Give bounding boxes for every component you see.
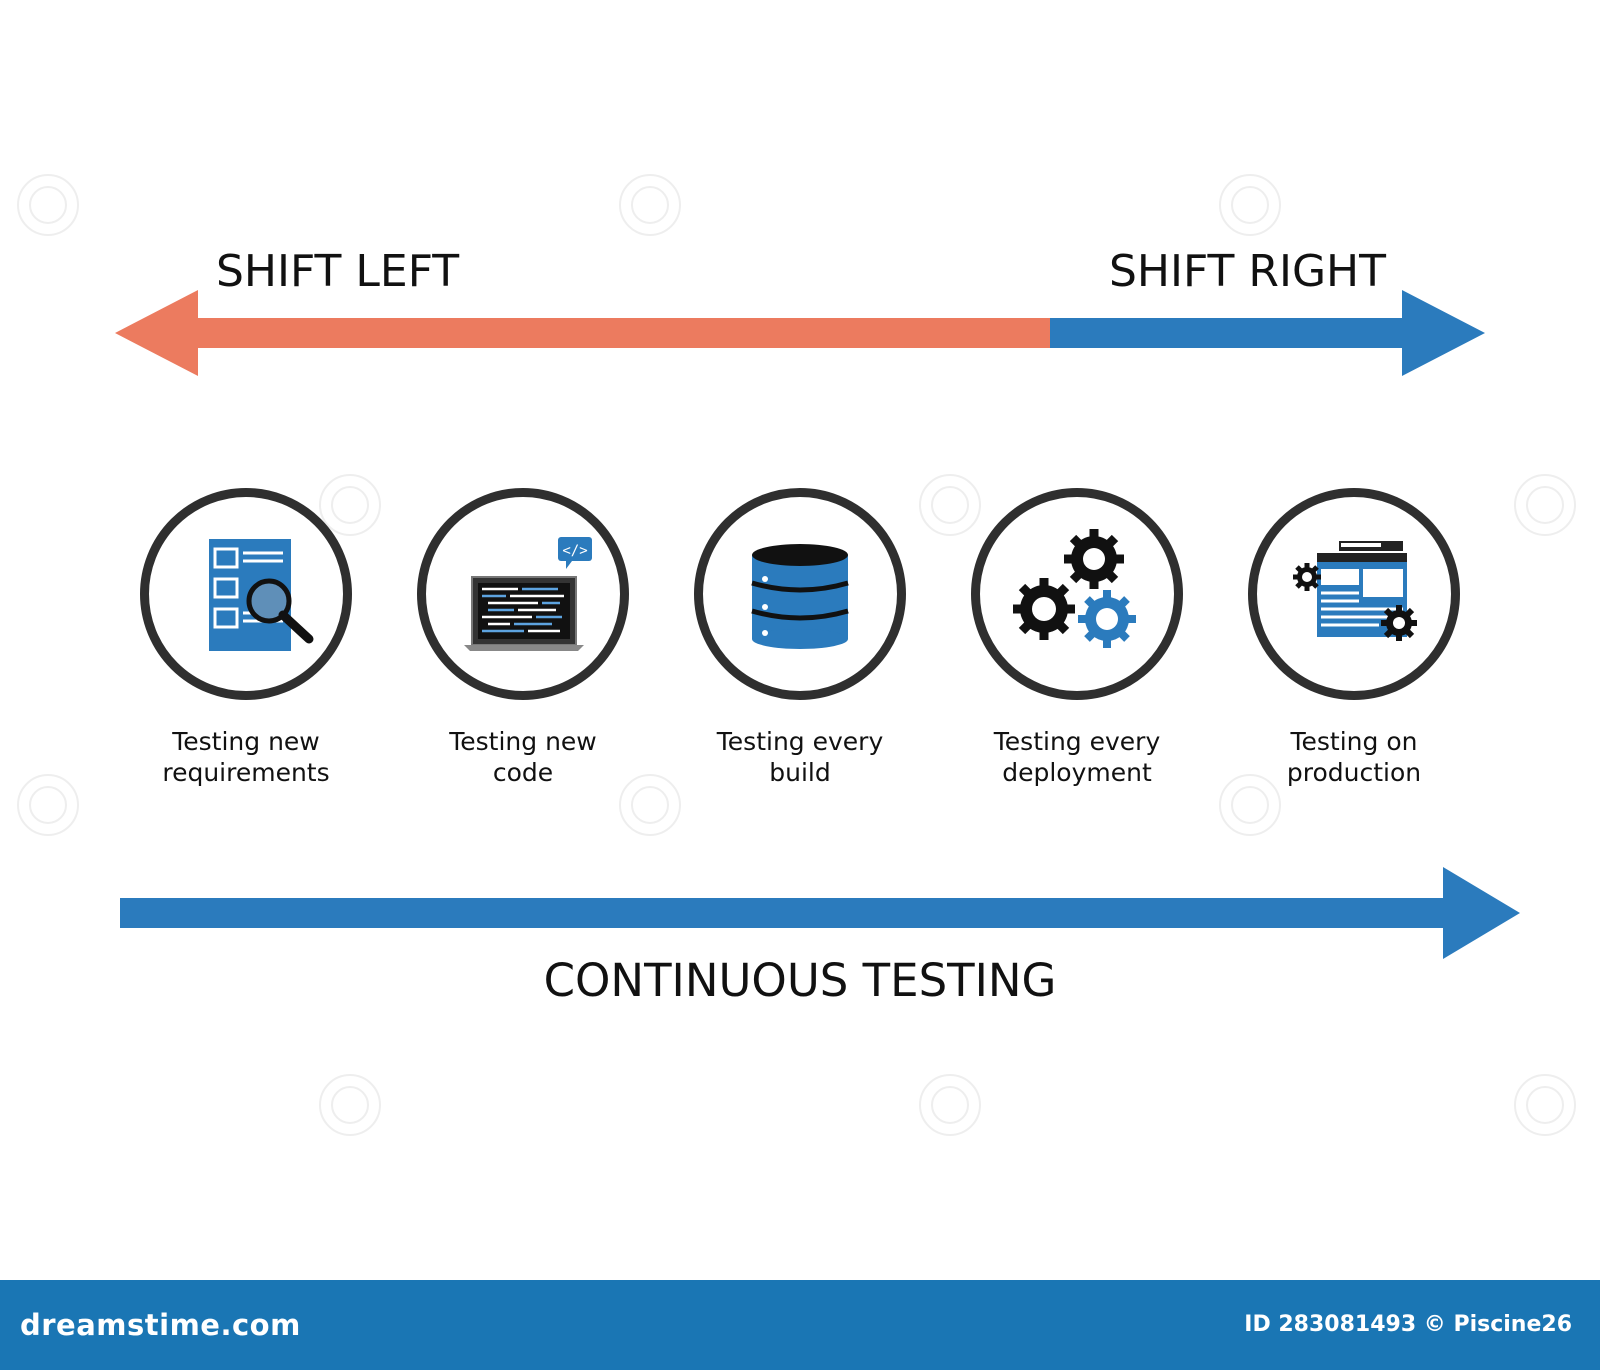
stage-deployment: Testing every deployment [970,488,1184,788]
svg-text:</>: </> [562,543,587,559]
browser-gears-icon [1293,541,1417,641]
stage-circle [694,488,906,700]
stage-caption: Testing every deployment [993,727,1161,787]
shift-right-label: SHIFT RIGHT [1109,246,1386,297]
stage-circle [140,488,352,700]
stage-circle: </> [417,488,629,700]
continuous-testing-label: CONTINUOUS TESTING [543,954,1057,1007]
laptop-code-icon: </> [464,537,592,651]
continuous-testing-arrow [120,867,1520,959]
shift-left-arrow [115,290,1050,376]
stage-code: </> Testing new code [416,488,630,788]
gears-icon [1013,529,1136,648]
stage-circle [971,488,1183,700]
requirements-search-icon [209,539,314,651]
database-icon [751,544,849,649]
stage-circle [1248,488,1460,700]
stage-caption: Testing every build [716,727,884,787]
footer-bar: dreamstime.com ID 283081493 © Piscine26 [0,1280,1600,1370]
brand-logo[interactable]: dreamstime.com [20,1308,301,1342]
arrows [115,290,1520,959]
stage-production: Testing on production [1247,488,1461,788]
stage-requirements: Testing new requirements [139,488,353,788]
image-credit: ID 283081493 © Piscine26 [1244,1312,1572,1337]
stage-caption: Testing new requirements [162,727,330,787]
stage-caption: Testing new code [449,727,597,787]
shift-left-label: SHIFT LEFT [216,246,460,297]
stage-caption: Testing on production [1286,727,1422,787]
shift-right-arrow [1050,290,1485,376]
stage-build: Testing every build [693,488,907,788]
